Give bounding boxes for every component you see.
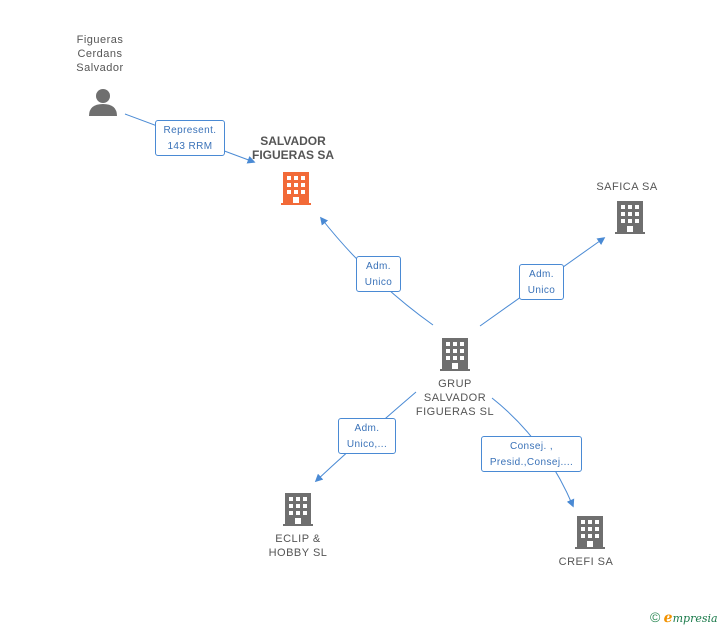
edge-label-grup-eclip[interactable]: Adm. Unico,... bbox=[338, 418, 396, 454]
node-label-crefi[interactable]: CREFI SA bbox=[558, 556, 614, 568]
footer-brand: © ℯmpresia bbox=[650, 609, 718, 626]
node-label-person[interactable]: Figueras Cerdans Salvador bbox=[76, 34, 124, 74]
edge-label-person-main[interactable]: Represent. 143 RRM bbox=[155, 120, 225, 156]
brand-name: mpresia bbox=[672, 612, 718, 625]
node-label-safica[interactable]: SAFICA SA bbox=[596, 181, 658, 193]
edge-label-grup-main[interactable]: Adm. Unico bbox=[356, 256, 401, 292]
node-label-eclip[interactable]: ECLIP & HOBBY SL bbox=[268, 533, 328, 559]
building-icon-grup bbox=[440, 338, 470, 371]
building-icon-main bbox=[281, 172, 311, 205]
node-label-grup[interactable]: GRUP SALVADOR FIGUERAS SL bbox=[415, 378, 495, 418]
copyright-symbol: © bbox=[650, 609, 661, 625]
node-label-main[interactable]: SALVADOR FIGUERAS SA bbox=[251, 134, 334, 162]
building-icon-eclip bbox=[283, 493, 313, 526]
person-icon bbox=[89, 89, 117, 116]
building-icon-crefi bbox=[575, 516, 605, 549]
edge-label-grup-crefi[interactable]: Consej. , Presid.,Consej.... bbox=[481, 436, 582, 472]
edge-label-grup-safica[interactable]: Adm. Unico bbox=[519, 264, 564, 300]
brand-logo-initial: ℯ bbox=[663, 609, 673, 625]
building-icon-safica bbox=[615, 201, 645, 234]
